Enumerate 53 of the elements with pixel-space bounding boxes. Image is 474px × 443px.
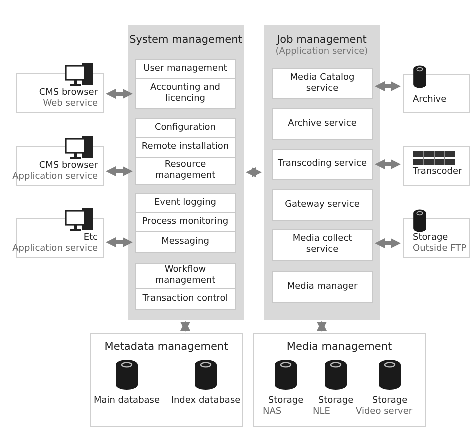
- panel: [264, 25, 380, 320]
- service-label: Application service: [12, 244, 98, 255]
- database-label: Storage: [317, 396, 355, 407]
- double-arrow: [106, 238, 133, 248]
- group-title: Media management: [286, 341, 394, 354]
- service-box: Resource management: [135, 158, 236, 185]
- service-box: Accounting and licencing: [135, 79, 236, 109]
- device-label: Archive: [413, 95, 447, 106]
- double-arrow: [375, 82, 401, 92]
- group-box: [253, 333, 426, 427]
- double-arrow: [246, 168, 262, 178]
- service-label: Web service: [43, 99, 98, 110]
- service-box: User management: [135, 59, 236, 79]
- service-box: Event logging: [135, 193, 236, 213]
- database-label: Main database: [92, 396, 162, 407]
- double-arrow: [375, 160, 401, 170]
- service-label: Application service: [12, 172, 98, 183]
- database-label: Index database: [170, 396, 242, 407]
- double-arrow: [375, 238, 401, 248]
- service-box: Remote installation: [135, 138, 236, 158]
- database-sublabel: Video server: [356, 407, 413, 418]
- device-box: [403, 146, 470, 186]
- database-sublabel: NAS: [263, 407, 282, 418]
- double-arrow: [106, 166, 133, 176]
- service-box: Gateway service: [272, 189, 373, 221]
- service-box: Process monitoring: [135, 213, 236, 232]
- device-label: CMS browser: [39, 161, 98, 172]
- group-box: [90, 333, 243, 427]
- database-label: Storage: [371, 396, 409, 407]
- double-arrow: [317, 321, 327, 332]
- service-box: Media manager: [272, 271, 373, 303]
- panel-title: System management: [128, 34, 244, 47]
- service-box: Transaction control: [135, 289, 236, 310]
- device-label: Transcoder: [413, 167, 462, 178]
- device-label: Storage: [413, 233, 448, 244]
- database-sublabel: NLE: [313, 407, 330, 418]
- panel-subtitle: (Application service): [274, 47, 370, 58]
- service-box: Archive service: [272, 108, 373, 140]
- double-arrow: [180, 321, 190, 332]
- device-sublabel: Outside FTP: [413, 244, 467, 255]
- service-box: Transcoding service: [272, 149, 373, 180]
- service-box: Workflow management: [135, 263, 236, 289]
- device-label: Etc: [84, 233, 98, 244]
- device-label: CMS browser: [39, 88, 98, 99]
- panel-title: Job management: [276, 34, 368, 47]
- panel: [128, 25, 244, 320]
- group-title: Metadata management: [104, 341, 230, 354]
- service-box: Configuration: [135, 118, 236, 138]
- service-box: Media Catalog service: [272, 68, 373, 99]
- service-box: Media collect service: [272, 229, 373, 261]
- database-label: Storage: [267, 396, 305, 407]
- double-arrow: [106, 89, 133, 99]
- service-box: Messaging: [135, 232, 236, 253]
